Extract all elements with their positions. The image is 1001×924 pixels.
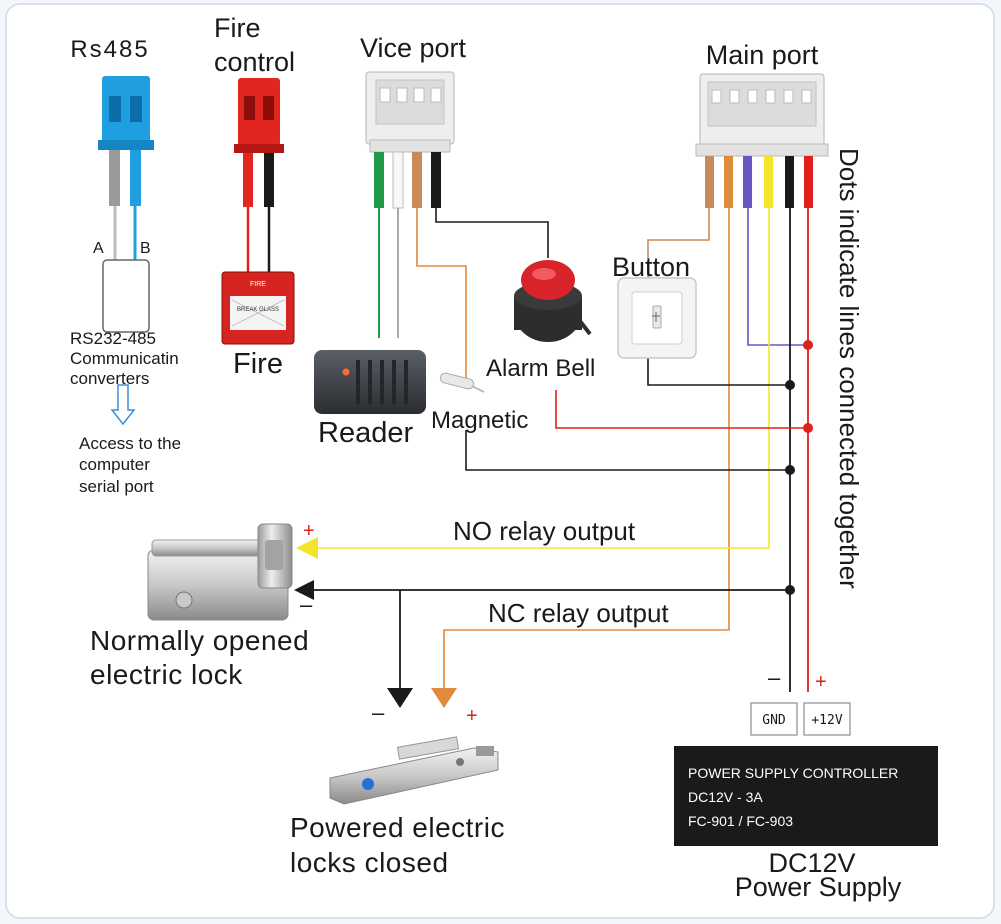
down-arrow-orange-icon xyxy=(431,688,457,708)
fire-alarm-box-icon: FIRE BREAK GLASS xyxy=(221,271,295,345)
junction-dot xyxy=(803,423,813,433)
rs485-connector-icon xyxy=(98,76,154,206)
gnd-terminal xyxy=(750,702,798,736)
electric-bolt-icon xyxy=(329,736,499,805)
lock-closed-label-2: locks closed xyxy=(290,847,449,878)
fire-control-connector-icon xyxy=(234,78,284,207)
dc12v-label: DC12V xyxy=(768,848,855,878)
main-port-connector-icon xyxy=(695,73,829,208)
fire-box-label: FIRE xyxy=(250,281,266,288)
fire-label: Fire xyxy=(233,348,283,380)
yellow-arrow-icon xyxy=(296,537,318,559)
alarm-bell-label: Alarm Bell xyxy=(486,355,595,382)
computer-label-3: serial port xyxy=(79,477,154,496)
down-arrow-icon xyxy=(110,384,136,426)
plus-sign: + xyxy=(303,520,315,542)
no-relay-label: NO relay output xyxy=(453,516,636,546)
v12-label: +12V xyxy=(811,713,842,728)
fire-control-label-2: control xyxy=(214,47,295,77)
junction-dot xyxy=(785,380,795,390)
v12-terminal xyxy=(803,702,851,736)
power-supply-label: Power Supply xyxy=(735,872,902,902)
alarm-bell-icon xyxy=(514,260,592,342)
fire-control-label-1: Fire xyxy=(214,13,261,43)
nc-relay-label: NC relay output xyxy=(488,598,669,628)
converter-label-1: RS232-485 xyxy=(70,329,156,348)
magnetic-label: Magnetic xyxy=(431,407,528,434)
minus-sign: – xyxy=(768,665,781,690)
minus-sign: – xyxy=(300,592,313,617)
lock-open-label-2: electric lock xyxy=(90,659,243,690)
gnd-label: GND xyxy=(762,713,786,728)
minus-sign: – xyxy=(372,700,385,725)
break-glass-label: BREAK GLASS xyxy=(237,307,279,313)
reader-label: Reader xyxy=(318,417,413,449)
wire-a-label: A xyxy=(93,240,104,257)
frame xyxy=(5,3,995,919)
junction-dot xyxy=(803,340,813,350)
power-supply-box xyxy=(674,746,938,846)
black-arrow-icon xyxy=(294,580,314,600)
rs485-label: Rs485 xyxy=(70,36,149,63)
converter-label-2: Communicatin xyxy=(70,349,179,368)
junction-dot xyxy=(785,585,795,595)
down-arrow-black-icon xyxy=(387,688,413,708)
rs232-converter-box xyxy=(102,259,150,333)
junction-dot xyxy=(785,465,795,475)
rim-lock-icon xyxy=(147,523,293,621)
wire-b-label: B xyxy=(140,240,151,257)
button-label: Button xyxy=(612,252,690,282)
dots-note-label: Dots indicate lines connected together xyxy=(834,148,864,589)
plus-sign: + xyxy=(466,705,478,727)
computer-label-1: Access to the xyxy=(79,434,181,453)
card-reader-icon xyxy=(314,350,426,414)
lock-closed-label-1: Powered electric xyxy=(290,812,505,843)
psu-rating: DC12V - 3A xyxy=(688,789,763,805)
exit-button-icon xyxy=(617,277,697,359)
magnetic-sensor-icon xyxy=(439,372,485,393)
vice-port-label: Vice port xyxy=(360,33,467,63)
psu-title: POWER SUPPLY CONTROLLER xyxy=(688,765,898,781)
converter-label-3: converters xyxy=(70,369,149,388)
plus-sign: + xyxy=(815,671,827,693)
lock-open-label-1: Normally opened xyxy=(90,625,309,656)
vice-port-connector-icon xyxy=(365,71,455,209)
psu-model: FC-901 / FC-903 xyxy=(688,813,793,829)
main-port-label: Main port xyxy=(706,40,819,70)
computer-label-2: computer xyxy=(79,455,150,474)
